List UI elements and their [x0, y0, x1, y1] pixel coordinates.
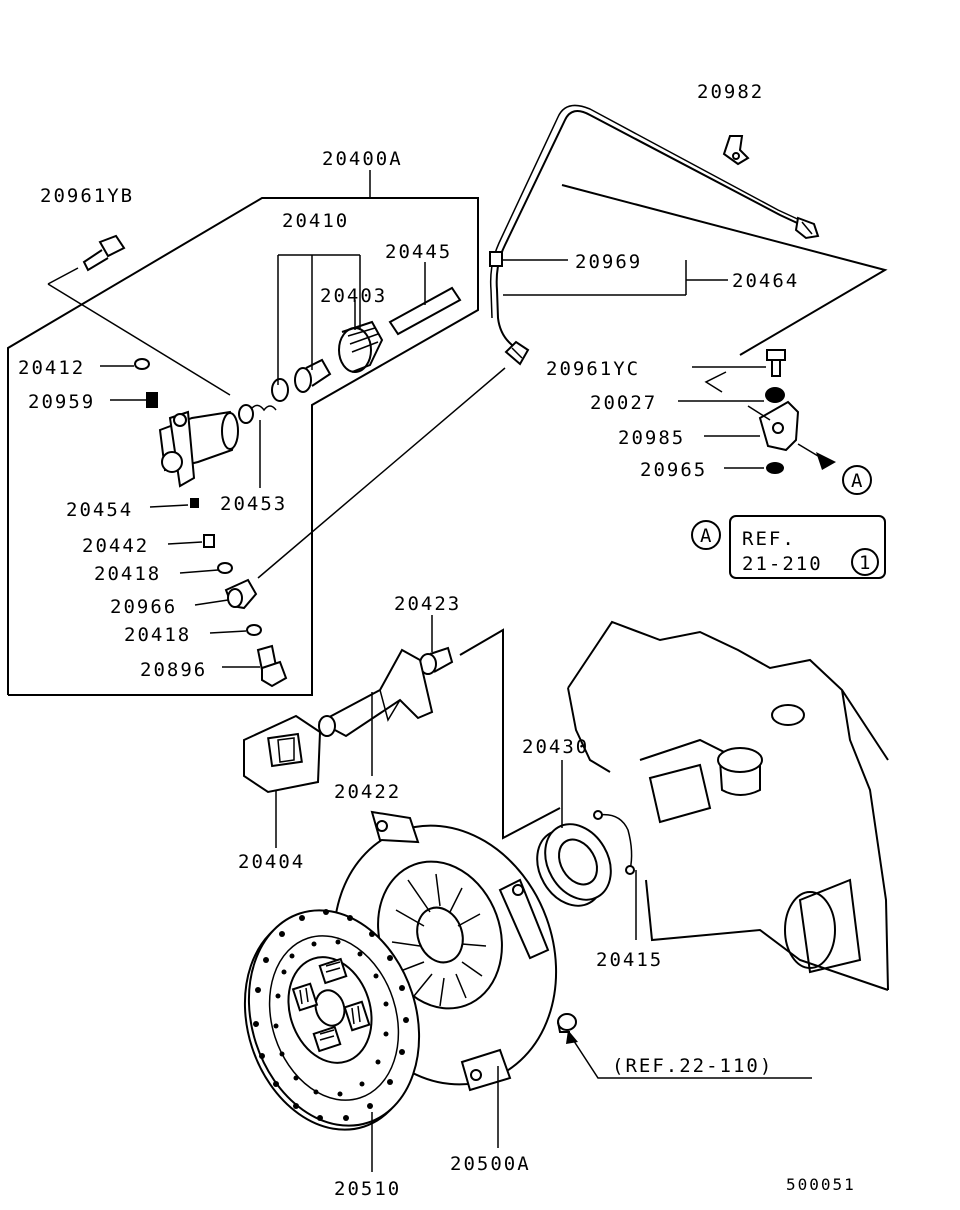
clutch-pipe-inner: [489, 104, 805, 319]
bushing-20442: [203, 534, 215, 548]
pipe-leader-to-20966: [257, 367, 506, 579]
label-20418-upper: 20418: [94, 563, 161, 585]
label-20965: 20965: [640, 459, 707, 481]
bolt-20961YC: [766, 349, 786, 377]
ref-marker-a: A: [851, 470, 864, 492]
pipe-flare-nut-upper: [794, 216, 820, 240]
gasket-20418-lower: [246, 624, 262, 636]
label-20430: 20430: [522, 736, 589, 758]
bolt-ref-22-110: [557, 1013, 577, 1033]
leader-20961YB-dash: [47, 267, 79, 285]
leader-20966: [194, 599, 229, 606]
spring-20453: [238, 404, 277, 424]
master-cylinder-group-outline: [7, 197, 479, 696]
clip-20415-end-a: [593, 810, 603, 820]
clip-20412: [134, 358, 150, 370]
label-20453: 20453: [220, 493, 287, 515]
transmission-shaft-end: [717, 747, 763, 773]
label-20961YB: 20961YB: [40, 185, 134, 207]
label-20969: 20969: [575, 251, 642, 273]
leader-20454: [149, 504, 189, 508]
label-20400A: 20400A: [322, 148, 403, 170]
release-bearing-20430: [536, 823, 612, 907]
label-20404: 20404: [238, 851, 305, 873]
fork-bolt-20423: [419, 646, 454, 675]
label-20415: 20415: [596, 949, 663, 971]
bolt-20896: [256, 644, 288, 688]
ref-box-line1: REF.: [742, 528, 796, 550]
label-20966: 20966: [110, 596, 177, 618]
label-20454: 20454: [66, 499, 133, 521]
label-20961YC: 20961YC: [546, 358, 640, 380]
chevron-left-marker: [704, 371, 727, 393]
transmission-group-outline: [459, 628, 561, 840]
ref-box-number: 1: [859, 552, 872, 574]
transmission-housing: [567, 620, 889, 991]
arrow-to-ref-a: [797, 443, 836, 470]
bracket-20985: [747, 400, 800, 452]
nut-20027: [765, 387, 785, 403]
nut-20965: [766, 462, 784, 474]
plug-20454: [190, 498, 199, 508]
label-20464: 20464: [732, 270, 799, 292]
label-ref-22-110: (REF.22-110): [612, 1055, 773, 1077]
piston-20410: [294, 358, 332, 393]
ref-marker-a-circle: [842, 465, 872, 495]
boot-20403: [338, 320, 384, 373]
label-20500A: 20500A: [450, 1153, 531, 1175]
transmission-bearing-housing: [648, 763, 862, 974]
release-fork-20422: [317, 648, 434, 738]
leader-20410: [277, 254, 361, 385]
clip-20415-end-b: [625, 865, 635, 875]
leader-20442: [167, 541, 203, 545]
pipe-clip-20969: [489, 251, 503, 267]
clutch-disc-rivets: [253, 909, 409, 1121]
label-20027: 20027: [590, 392, 657, 414]
label-20510: 20510: [334, 1178, 401, 1200]
label-20403: 20403: [320, 285, 387, 307]
leader-20969-20464: [503, 259, 728, 296]
ref-box-number-circle: [851, 548, 879, 576]
leader-ref-22-110-arrow: [566, 1030, 578, 1044]
label-20959: 20959: [28, 391, 95, 413]
ref-box-line2: 21-210: [742, 553, 823, 575]
ref-box: [729, 515, 886, 579]
bolt-20961YB: [82, 234, 126, 272]
leader-20418-lower: [209, 630, 247, 634]
bracket-group-outline: [561, 184, 888, 356]
leader-20961YB-line: [47, 283, 231, 396]
label-20423: 20423: [394, 593, 461, 615]
label-20422: 20422: [334, 781, 401, 803]
clutch-disc-20510: [243, 909, 421, 1131]
transmission-port: [771, 704, 805, 726]
nut-20959: [146, 392, 158, 408]
transmission-boss: [784, 891, 836, 969]
label-20985: 20985: [618, 427, 685, 449]
pipe-clip-20982: [722, 135, 750, 166]
label-20410: 20410: [282, 210, 349, 232]
pipe-flare-nut-lower: [504, 340, 530, 366]
label-20896: 20896: [140, 659, 207, 681]
label-20982: 20982: [697, 81, 764, 103]
cup-seal-20410: [271, 378, 289, 402]
gasket-20418-upper: [217, 562, 233, 574]
diagram-id: 500051: [786, 1175, 856, 1194]
leader-20418-upper: [179, 569, 219, 574]
master-cylinder-body: [158, 410, 239, 488]
clip-20415: [597, 813, 633, 871]
label-20445: 20445: [385, 241, 452, 263]
label-20412: 20412: [18, 357, 85, 379]
leader-ref-22-110: [569, 1034, 812, 1079]
boot-20404: [243, 714, 322, 794]
pushrod-20445: [388, 286, 462, 336]
union-20966: [224, 578, 258, 610]
label-20418-lower: 20418: [124, 624, 191, 646]
ref-box-marker-a: A: [700, 525, 713, 547]
label-20442: 20442: [82, 535, 149, 557]
ref-box-marker-a-circle: [691, 520, 721, 550]
